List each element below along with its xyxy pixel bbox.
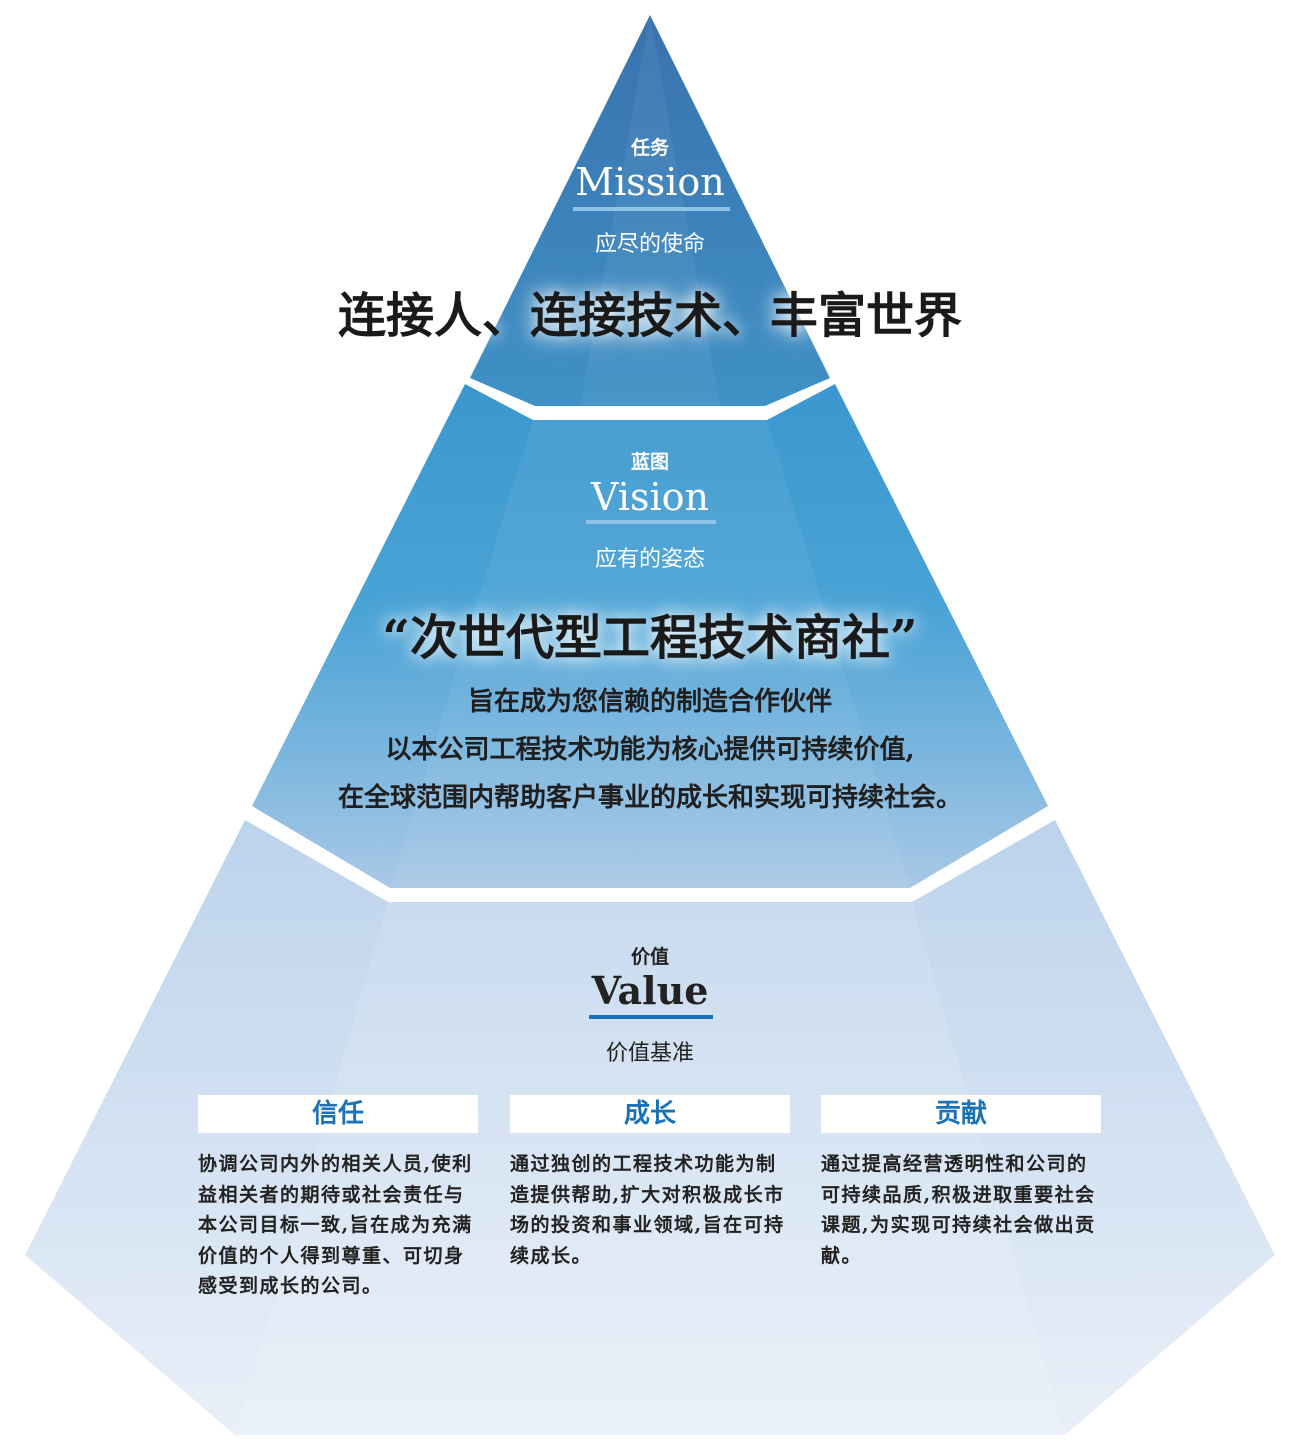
vision-line-2: 以本公司工程技术功能为核心提供可持续价值, [385, 735, 915, 765]
value-sub: 价值基准 [605, 1041, 694, 1066]
vision-line-1: 旨在成为您信赖的制造合作伙伴 [467, 687, 832, 717]
value-item-text: 通过独创的工程技术功能为制造提供帮助,扩大对积极成长市场的投资和事业领域,旨在可… [510, 1153, 785, 1267]
mission-sub: 应尽的使命 [594, 232, 705, 257]
value-item-trust: 信任 协调公司内外的相关人员,使利益相关者的期待或社会责任与本公司目标一致,旨在… [198, 1095, 478, 1302]
vision-sub: 应有的姿态 [594, 547, 705, 572]
value-label-cn: 价值 [630, 946, 669, 968]
value-item-growth: 成长 通过独创的工程技术功能为制造提供帮助,扩大对积极成长市场的投资和事业领域,… [510, 1095, 790, 1271]
mission-label-cn: 任务 [630, 137, 669, 159]
vision-label-en: Vision [591, 475, 709, 519]
vision-label-cn: 蓝图 [630, 451, 669, 473]
value-item-text: 通过提高经营透明性和公司的可持续品质,积极进取重要社会课题,为实现可持续社会做出… [821, 1153, 1096, 1267]
value-item-text: 协调公司内外的相关人员,使利益相关者的期待或社会责任与本公司目标一致,旨在成为充… [198, 1153, 473, 1297]
mission-rule [573, 207, 730, 211]
vision-rule [586, 520, 716, 524]
value-item-title: 贡献 [821, 1095, 1101, 1133]
value-item-contribution: 贡献 通过提高经营透明性和公司的可持续品质,积极进取重要社会课题,为实现可持续社… [821, 1095, 1101, 1271]
mission-statement: 连接人、连接技术、丰富世界 [337, 288, 962, 344]
vision-tier [252, 384, 1048, 888]
value-item-title: 成长 [510, 1095, 790, 1133]
mission-label-en: Mission [575, 160, 725, 204]
vision-line-3: 在全球范围内帮助客户事业的成长和实现可持续社会。 [337, 783, 962, 813]
value-rule [589, 1015, 713, 1019]
vision-statement: “次世代型工程技术商社” [382, 610, 918, 666]
value-label-en: Value [591, 968, 709, 1013]
value-item-title: 信任 [198, 1095, 478, 1133]
